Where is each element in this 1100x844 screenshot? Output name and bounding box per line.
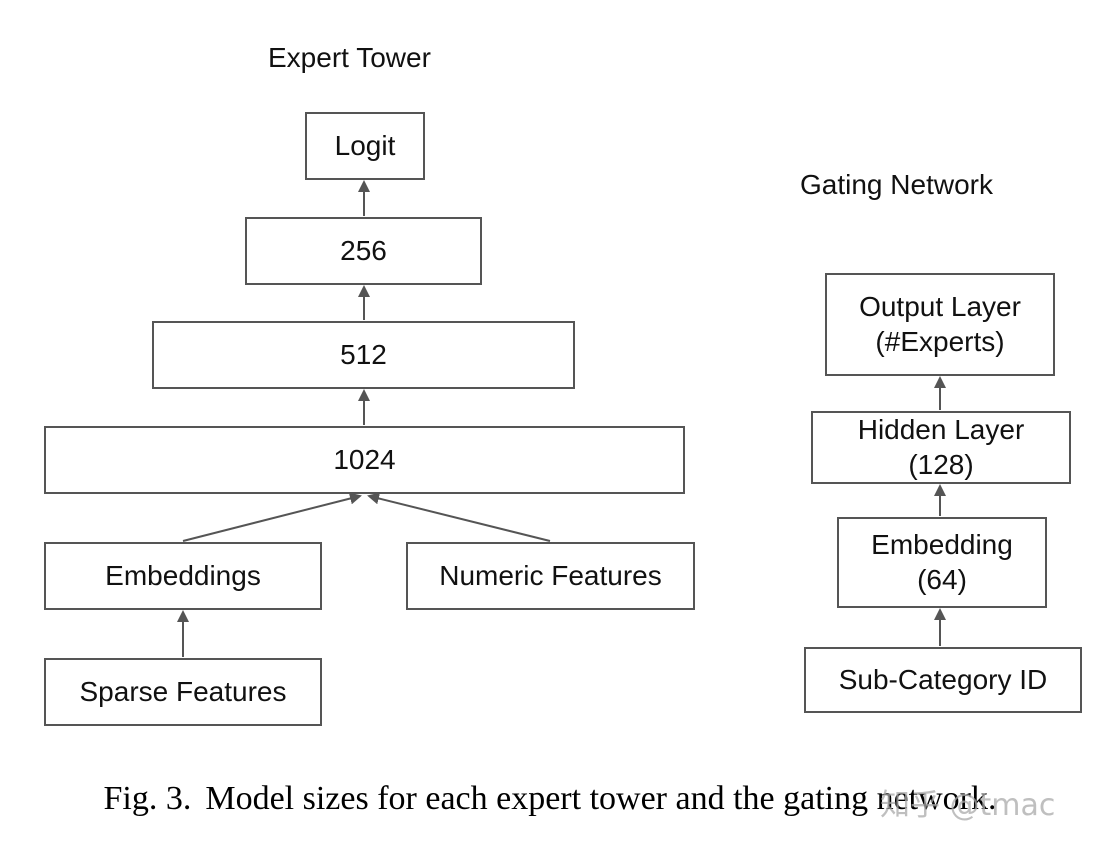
arrow-numeric-to-1024 bbox=[367, 492, 551, 542]
embeddings-label: Embeddings bbox=[105, 559, 261, 591]
output-layer-label: Output Layer bbox=[859, 291, 1021, 323]
embedding-label: Embedding bbox=[871, 529, 1013, 561]
logit-box: Logit bbox=[305, 112, 425, 180]
hidden-layer-sublabel: (128) bbox=[908, 448, 974, 480]
layer-256-box: 256 bbox=[245, 217, 482, 285]
caption-label: Fig. 3. bbox=[103, 780, 192, 817]
layer-1024-box: 1024 bbox=[44, 426, 685, 494]
arrow-embeddings-to-1024 bbox=[182, 492, 362, 542]
numeric-features-box: Numeric Features bbox=[406, 542, 695, 610]
figure-caption: Fig. 3. Model sizes for each expert tower… bbox=[0, 780, 1100, 818]
sparse-features-label: Sparse Features bbox=[79, 675, 287, 707]
expert-tower-title: Expert Tower bbox=[268, 42, 431, 73]
hidden-layer-label: Hidden Layer bbox=[857, 414, 1025, 446]
embedding-sublabel: (64) bbox=[917, 563, 967, 595]
output-layer-box: Output Layer (#Experts) bbox=[825, 273, 1055, 376]
output-layer-sublabel: (#Experts) bbox=[875, 325, 1005, 357]
sub-category-id-label: Sub-Category ID bbox=[838, 663, 1048, 695]
layer-256-label: 256 bbox=[340, 234, 387, 266]
hidden-layer-box: Hidden Layer (128) bbox=[811, 411, 1071, 484]
gating-network-title: Gating Network bbox=[800, 169, 993, 200]
layer-512-label: 512 bbox=[340, 338, 387, 370]
logit-label: Logit bbox=[334, 129, 396, 161]
numeric-features-label: Numeric Features bbox=[439, 559, 662, 591]
layer-512-box: 512 bbox=[152, 321, 575, 389]
caption-text: Model sizes for each expert tower and th… bbox=[205, 780, 997, 817]
embedding-box: Embedding (64) bbox=[837, 517, 1047, 608]
watermark: 知乎 @tmac bbox=[880, 788, 1056, 823]
embeddings-box: Embeddings bbox=[44, 542, 322, 610]
sparse-features-box: Sparse Features bbox=[44, 658, 322, 726]
sub-category-id-box: Sub-Category ID bbox=[804, 647, 1082, 713]
layer-1024-label: 1024 bbox=[333, 443, 396, 475]
